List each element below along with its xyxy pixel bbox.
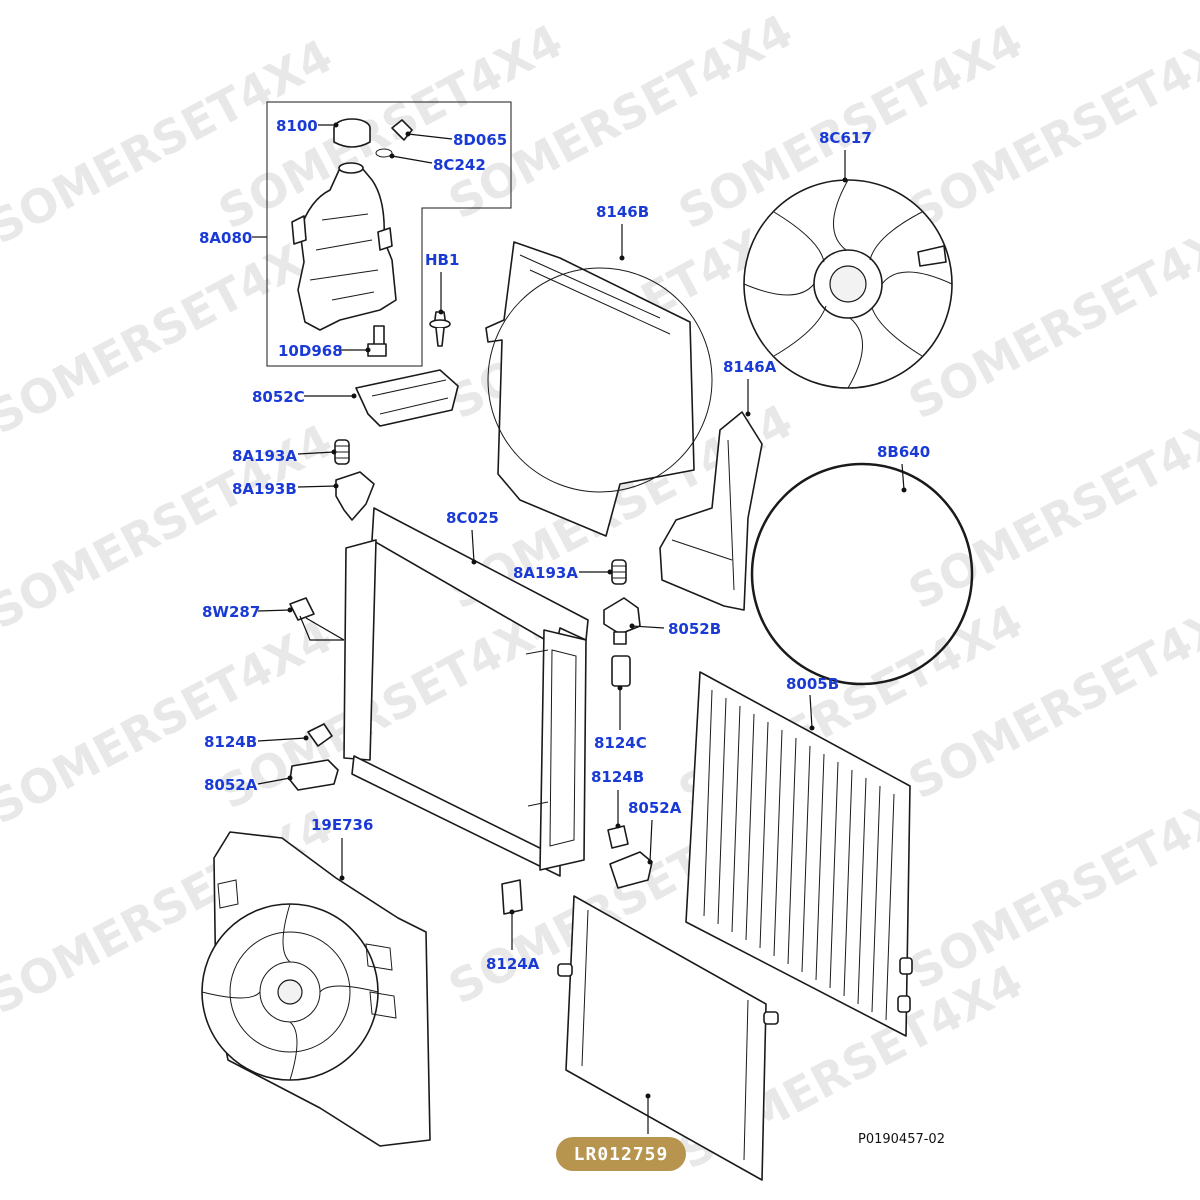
sleeve-8124c-part xyxy=(611,655,631,687)
part-label-8005b[interactable]: 8005B xyxy=(786,675,839,693)
part-label-8052b[interactable]: 8052B xyxy=(668,620,721,638)
side-shroud-part xyxy=(659,411,763,611)
watermark: SOMERSET4X4 xyxy=(900,774,1200,1000)
bush-8124b-part xyxy=(607,825,629,849)
watermark: SOMERSET4X4 xyxy=(0,29,341,255)
bracket-8052b-part xyxy=(603,597,641,645)
bracket-8052a-part xyxy=(609,851,653,889)
leader-lines xyxy=(252,122,907,1134)
coolant-reservoir-part xyxy=(291,162,397,331)
condenser-part xyxy=(557,895,779,1181)
part-number-badge: LR012759 xyxy=(556,1137,686,1171)
diagram-reference-code: P0190457-02 xyxy=(858,1132,945,1147)
watermark: SOMERSET4X4 xyxy=(900,394,1200,620)
part-label-8w287[interactable]: 8W287 xyxy=(202,603,260,621)
part-label-8052c[interactable]: 8052C xyxy=(252,388,305,406)
part-label-19e736[interactable]: 19E736 xyxy=(311,816,373,834)
part-label-8124b[interactable]: 8124B xyxy=(591,768,644,786)
push-pin-part xyxy=(429,311,451,347)
part-label-8a080[interactable]: 8A080 xyxy=(199,229,252,247)
bracket-8052c-part xyxy=(355,369,459,427)
part-label-8c025[interactable]: 8C025 xyxy=(446,509,499,527)
part-label-8052a[interactable]: 8052A xyxy=(628,799,682,817)
part-label-8100[interactable]: 8100 xyxy=(276,117,318,135)
o-ring-part xyxy=(375,148,393,158)
clip-8w287-part xyxy=(289,597,315,621)
rubber-mount-8a193a-part xyxy=(611,559,627,585)
part-label-8a193a[interactable]: 8A193A xyxy=(513,564,578,582)
fan-shroud-part xyxy=(485,241,713,537)
fan-seal-ring-part xyxy=(750,462,974,686)
watermark: SOMERSET4X4 xyxy=(0,219,341,445)
part-label-8052a[interactable]: 8052A xyxy=(204,776,258,794)
part-label-8146a[interactable]: 8146A xyxy=(723,358,777,376)
bush-8124b-part xyxy=(307,723,333,747)
radiator-frame-part xyxy=(343,507,589,877)
reservoir-group-outline xyxy=(266,101,512,367)
mount-bracket-8a193b-part xyxy=(335,471,375,521)
part-label-8124c[interactable]: 8124C xyxy=(594,734,647,752)
part-label-8124a[interactable]: 8124A xyxy=(486,955,540,973)
part-label-8146b[interactable]: 8146B xyxy=(596,203,649,221)
part-label-8a193b[interactable]: 8A193B xyxy=(232,480,297,498)
watermark: SOMERSET4X4 xyxy=(210,14,571,240)
part-label-10d968[interactable]: 10D968 xyxy=(278,342,343,360)
part-label-8a193a[interactable]: 8A193A xyxy=(232,447,297,465)
part-label-hb1[interactable]: HB1 xyxy=(425,251,459,269)
reservoir-cap-part xyxy=(333,118,371,148)
radiator-8005b-part xyxy=(685,671,913,1037)
bush-8124a-part xyxy=(501,879,523,915)
part-label-8c617[interactable]: 8C617 xyxy=(819,129,872,147)
part-label-8124b[interactable]: 8124B xyxy=(204,733,257,751)
cooling-fan-part xyxy=(743,179,953,389)
rubber-mount-8a193a-part xyxy=(334,439,350,465)
watermark: SOMERSET4X4 xyxy=(900,584,1200,810)
watermark: SOMERSET4X4 xyxy=(0,609,341,835)
bracket-8052a-part xyxy=(289,759,339,791)
part-labels: 8100 8D065 8C242 8A080 10D968 HB1 8052C … xyxy=(199,117,930,973)
reservoir-screw-part xyxy=(367,325,387,357)
part-label-8b640[interactable]: 8B640 xyxy=(877,443,930,461)
part-label-8c242[interactable]: 8C242 xyxy=(433,156,486,174)
part-label-8d065[interactable]: 8D065 xyxy=(453,131,507,149)
electric-fan-assembly-part xyxy=(201,831,431,1147)
